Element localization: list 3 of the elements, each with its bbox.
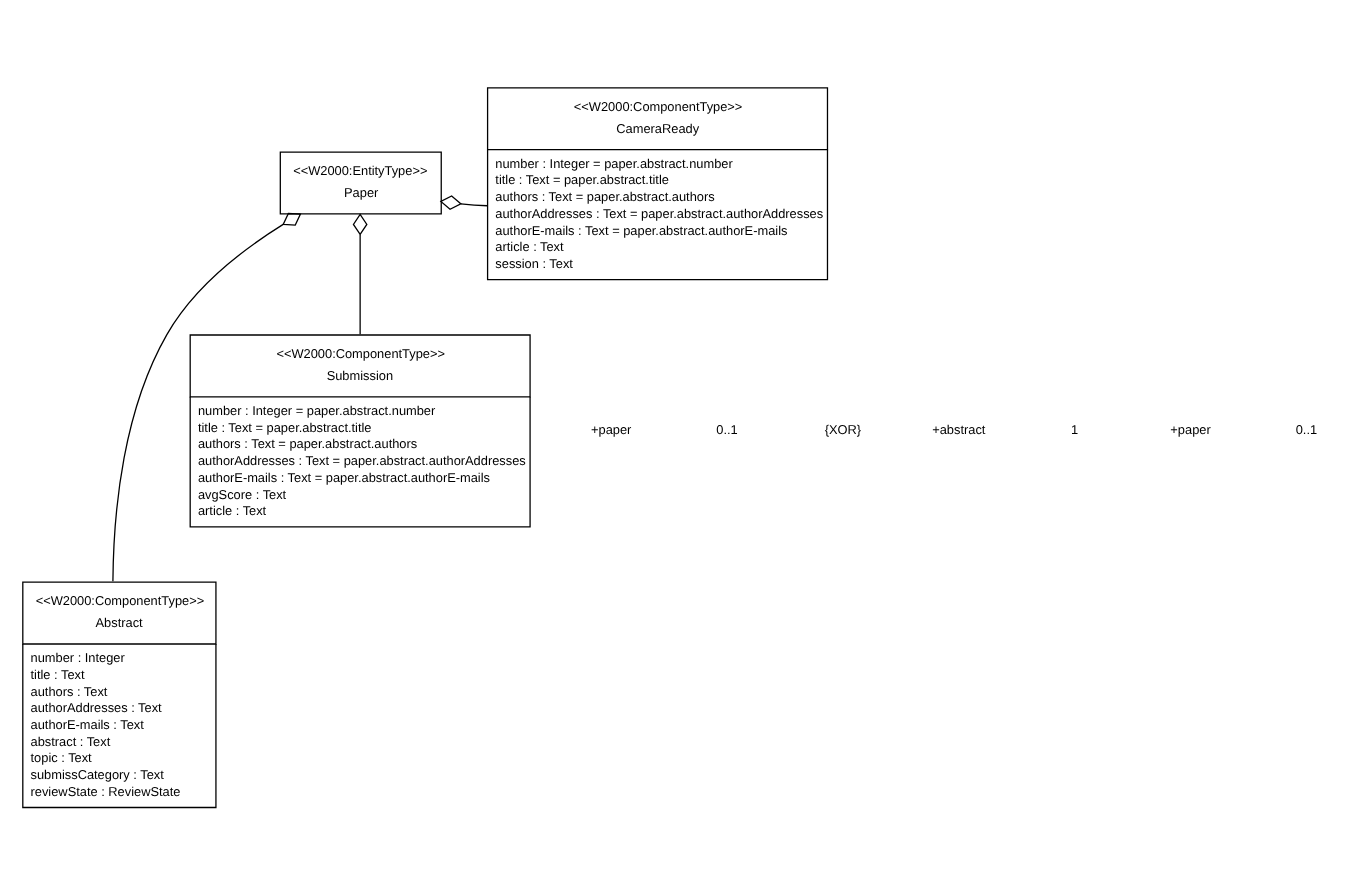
connector — [112, 211, 302, 581]
connector — [439, 194, 489, 209]
connector — [352, 212, 368, 334]
